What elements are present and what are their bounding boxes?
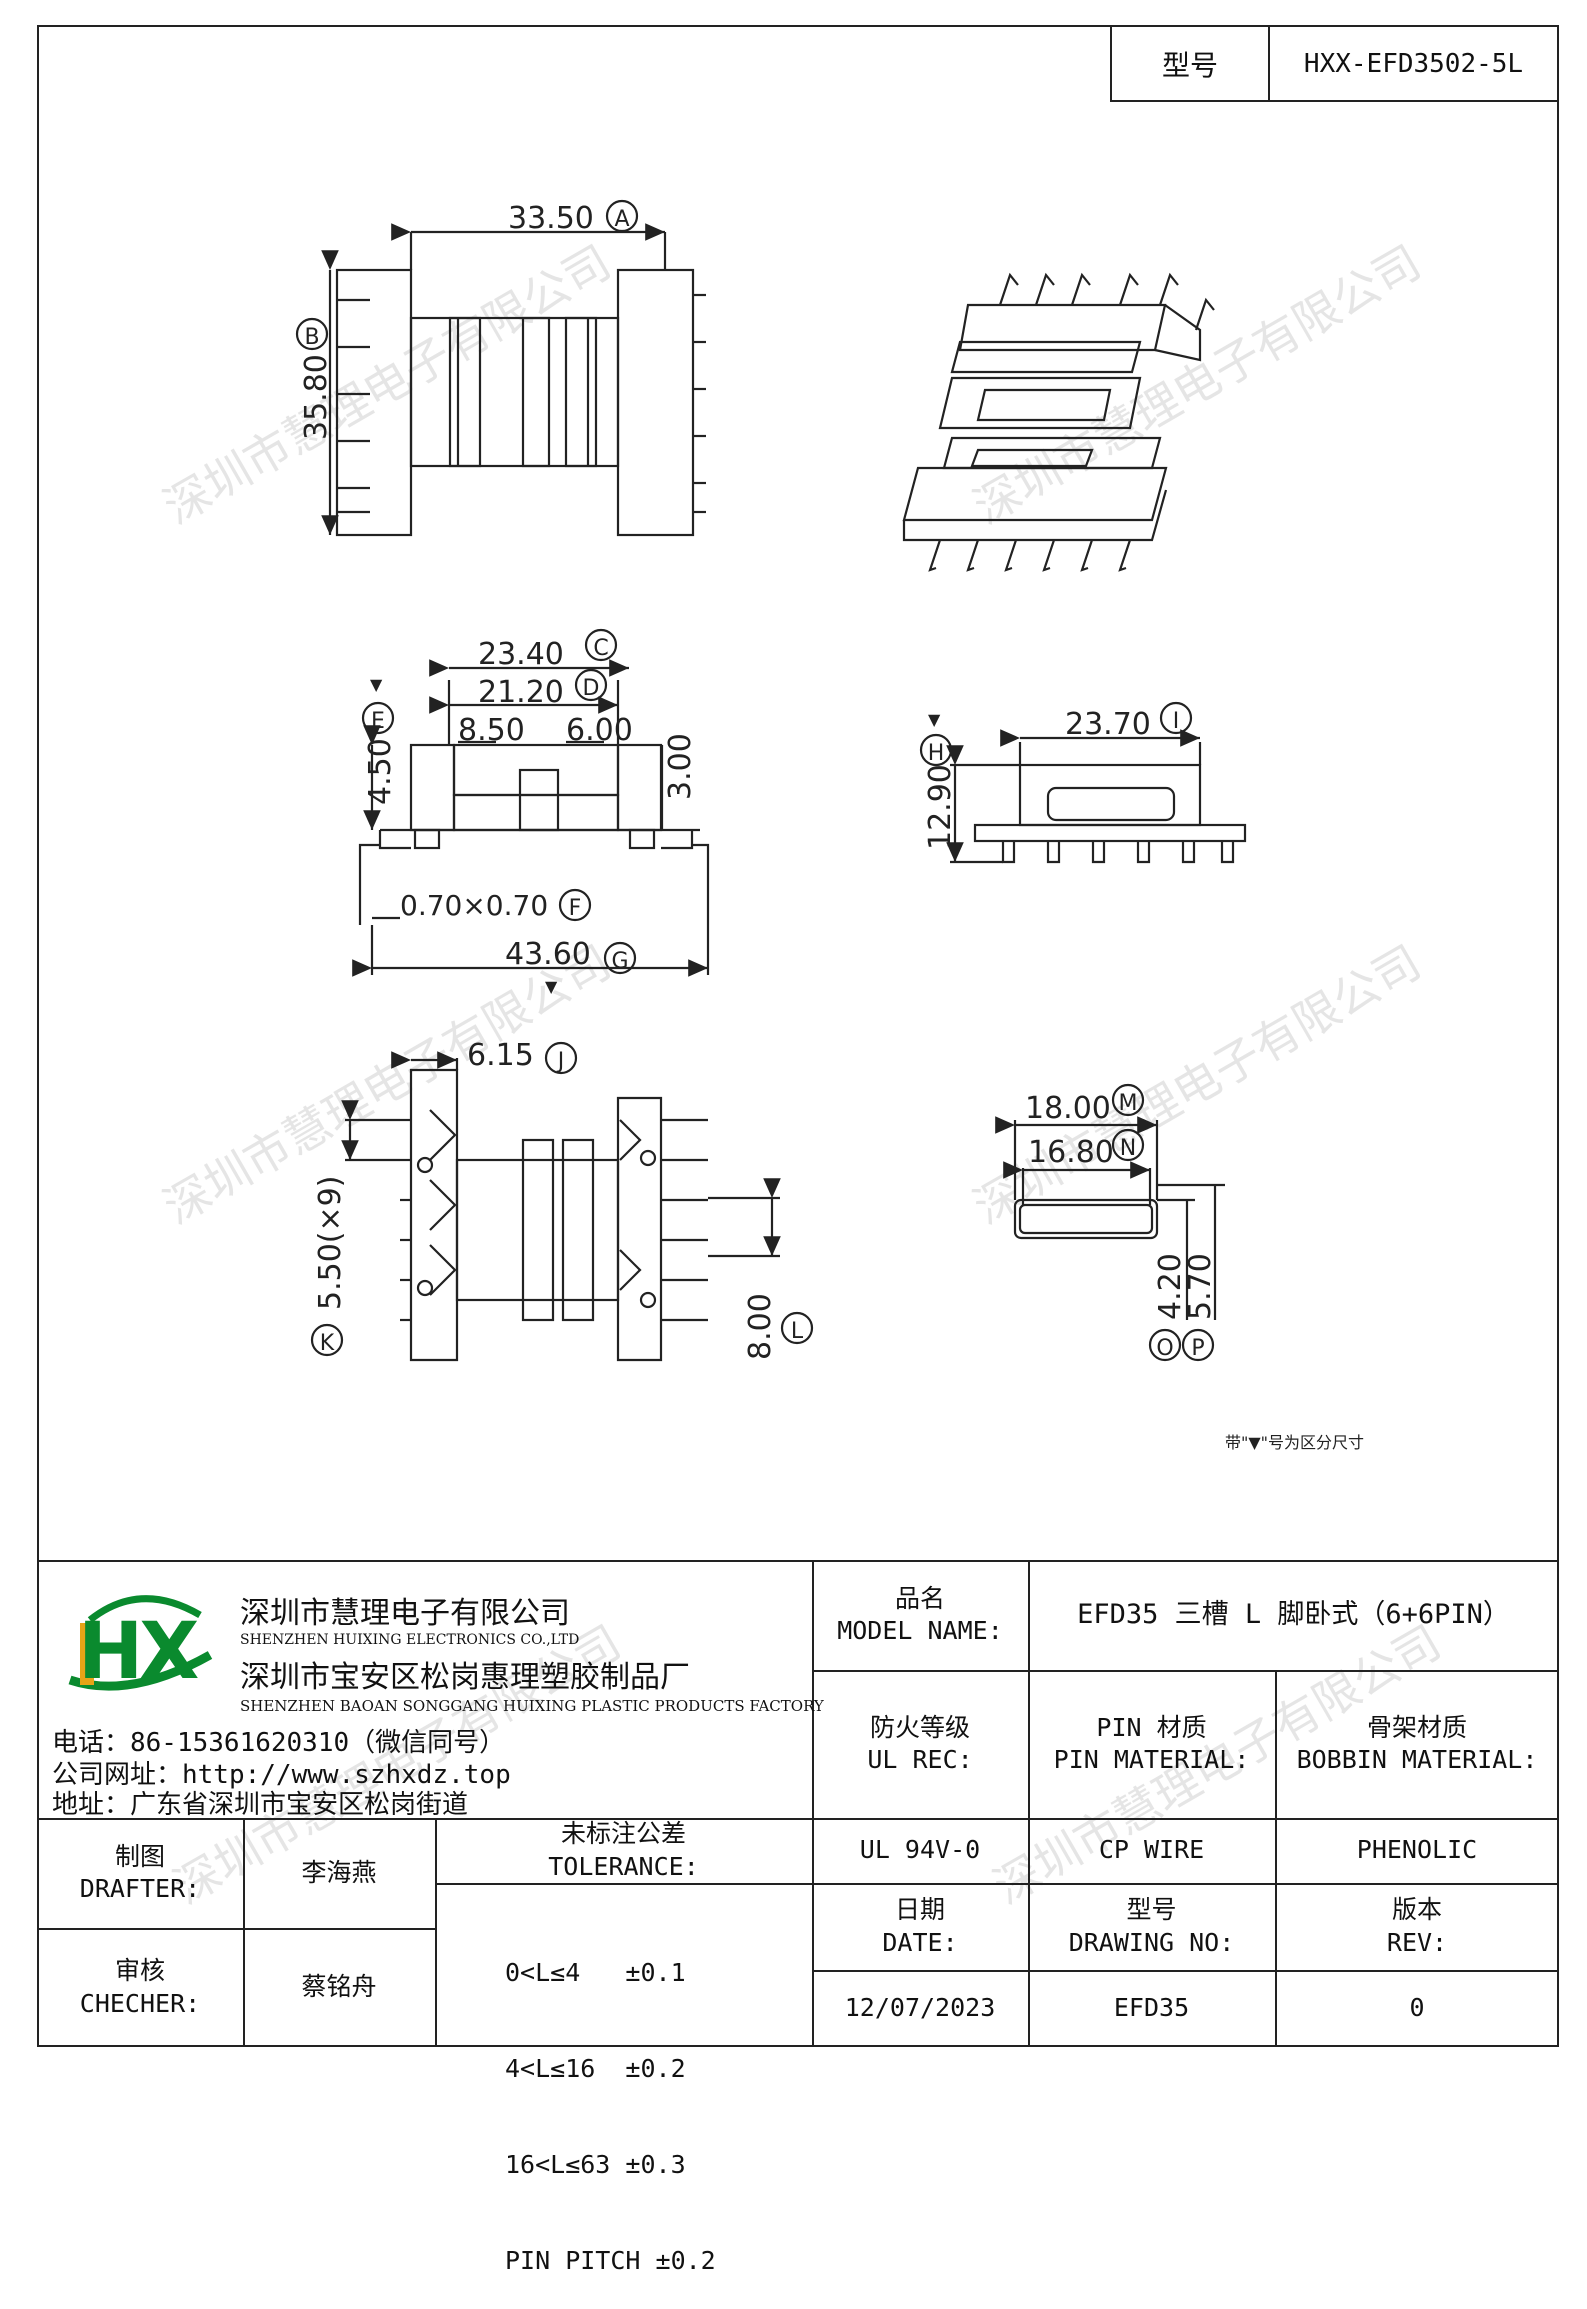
checker-name: 蔡铭舟 [301, 1972, 377, 2002]
svg-text:D: D [583, 676, 600, 701]
dim-K-text: 5.50(×9) [313, 1176, 348, 1310]
svg-text:E: E [371, 709, 385, 734]
dim-N-text: 16.80 [1028, 1135, 1114, 1170]
company-website: 公司网址：http://www.szhxdz.top [52, 1760, 511, 1790]
drawing-no-value: EFD35 [1113, 1993, 1190, 2023]
company-name-1: 深圳市慧理电子有限公司 [240, 1596, 570, 1631]
svg-text:B: B [304, 325, 319, 350]
pin-material-value: CP WIRE [1098, 1835, 1205, 1865]
end-view [995, 1116, 1225, 1320]
tolerance-list: 0<L≤4 ±0.1 4<L≤16 ±0.2 16<L≤63 ±0.3 PIN … [505, 1893, 716, 2309]
company-name-1-en: SHENZHEN HUIXING ELECTRONICS CO.,LTD [240, 1632, 580, 1648]
svg-text:N: N [1120, 1136, 1136, 1161]
model-value: HXX-EFD3502-5L [1303, 48, 1524, 79]
date-value: 12/07/2023 [844, 1993, 996, 2023]
side-view [352, 659, 710, 977]
dim-E-text: 4.50 [363, 738, 398, 805]
drafter-name: 李海燕 [301, 1857, 377, 1887]
company-name-2-en: SHENZHEN BAOAN SONGGANG HUIXING PLASTIC … [240, 1697, 824, 1715]
dim-d1-text: 8.50 [458, 713, 525, 748]
svg-text:I: I [1173, 709, 1180, 734]
dim-M-text: 18.00 [1025, 1091, 1111, 1126]
bottom-view [341, 1051, 781, 1362]
isometric-view [902, 272, 1215, 572]
dim-G-text: 43.60 [505, 937, 591, 972]
tolerance-row: 0<L≤4 ±0.1 [505, 1958, 686, 1987]
dim-C-text: 23.40 [478, 637, 564, 672]
logo-letters: HX [78, 1607, 199, 1697]
technical-drawing: 33.50 A 35.80 B [295, 199, 1364, 1452]
svg-text:P: P [1191, 1336, 1204, 1361]
dim-A-text: 33.50 [508, 201, 594, 236]
company-name-2: 深圳市宝安区松岗惠理塑胶制品厂 [240, 1660, 690, 1695]
dim-O-text: 4.20 [1153, 1253, 1188, 1320]
svg-text:A: A [614, 207, 629, 232]
dim-F-text: 0.70×0.70 [400, 889, 548, 922]
svg-text:J: J [556, 1049, 565, 1074]
svg-text:K: K [320, 1331, 335, 1356]
company-logo: HX [50, 1585, 225, 1705]
company-address: 地址：广东省深圳市宝安区松岗街道 [52, 1790, 469, 1820]
dim-3-text: 3.00 [663, 733, 698, 800]
model-label: 型号 [1161, 48, 1218, 82]
bobbin-material-value: PHENOLIC [1356, 1835, 1478, 1865]
company-phone: 电话：86-15361620310（微信同号） [52, 1728, 506, 1758]
top-view [321, 223, 706, 537]
dim-H-text: 12.90 [923, 764, 958, 850]
dim-I-text: 23.70 [1065, 707, 1151, 742]
svg-text:M: M [1119, 1091, 1138, 1116]
rev-value: 0 [1409, 1993, 1425, 2023]
drawing-frame [37, 25, 1559, 2047]
svg-text:▼: ▼ [370, 675, 383, 694]
front-view [946, 729, 1247, 864]
tolerance-row: PIN PITCH ±0.2 [505, 2246, 716, 2275]
svg-text:L: L [791, 1319, 804, 1344]
svg-text:▼: ▼ [928, 710, 941, 729]
model-value-box: HXX-EFD3502-5L [1268, 25, 1559, 102]
dim-L-text: 8.00 [743, 1293, 778, 1360]
model-name-value: EFD35 三槽 L 脚卧式（6+6PIN） [1077, 1599, 1510, 1631]
tolerance-row: 16<L≤63 ±0.3 [505, 2150, 686, 2179]
svg-text:▼: ▼ [545, 977, 558, 996]
ul-rec-value: UL 94V-0 [859, 1835, 981, 1865]
reference-dimension-note: 带"▼"号为区分尺寸 [1225, 1433, 1364, 1452]
dim-B-text: 35.80 [299, 354, 334, 440]
svg-text:G: G [611, 949, 628, 974]
dim-d2-text: 6.00 [566, 713, 633, 748]
svg-text:H: H [928, 741, 945, 766]
dim-D-text: 21.20 [478, 675, 564, 710]
svg-text:C: C [593, 636, 608, 661]
svg-text:O: O [1156, 1336, 1173, 1361]
tolerance-row: 4<L≤16 ±0.2 [505, 2054, 686, 2083]
svg-text:F: F [569, 896, 582, 921]
dim-J-text: 6.15 [467, 1038, 534, 1073]
dim-P-text: 5.70 [1183, 1253, 1218, 1320]
